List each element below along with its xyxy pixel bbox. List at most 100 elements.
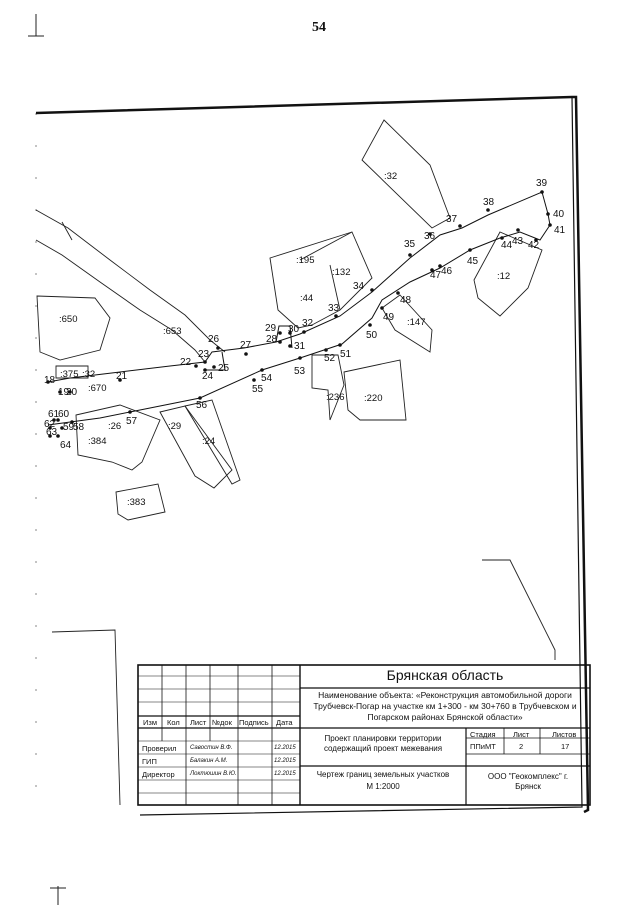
parcel-label: :44 <box>300 293 314 304</box>
point-label: 53 <box>294 366 306 377</box>
point-label: 58 <box>73 422 85 433</box>
sheets-label: Листов <box>552 730 577 739</box>
point-label: 46 <box>441 266 453 277</box>
crop-marks <box>28 14 66 905</box>
parcel-label: :384 <box>88 436 107 447</box>
boundary-upper <box>47 191 551 426</box>
point-label: 49 <box>383 312 395 323</box>
col-kol: Кол <box>167 718 180 727</box>
point-label: 33 <box>328 303 340 314</box>
col-list: Лист <box>190 718 207 727</box>
point-label: 64 <box>60 440 72 451</box>
point-label: 50 <box>366 330 378 341</box>
signer-role: Проверил <box>142 744 177 753</box>
drawing-scale: М 1:2000 <box>366 782 400 791</box>
page-number: 54 <box>312 20 326 35</box>
parcel-label: :29 <box>168 421 182 432</box>
signer-name: Савостин В.Ф. <box>190 745 233 751</box>
road-band <box>35 209 226 363</box>
point-label: 34 <box>353 281 365 292</box>
col-izm: Изм <box>143 718 157 727</box>
project-title: Проект планировки территории содержащий … <box>323 734 443 753</box>
boundary-points <box>46 190 552 438</box>
point-label: 39 <box>536 178 548 189</box>
parcel-label: :26 <box>108 421 122 432</box>
point-label: 24 <box>202 371 214 382</box>
parcel-label: :24 <box>202 436 216 447</box>
point-label: 18 <box>44 375 56 386</box>
parcel-label: :195 <box>296 255 315 266</box>
drawing-title: Чертеж границ земельных участков <box>316 770 450 779</box>
parcel-label: :147 <box>407 317 426 328</box>
signer-role: ГИП <box>142 757 157 766</box>
parcel-label: :32 <box>384 171 398 182</box>
signer-name: Локтюшин В.Ю. <box>190 771 237 777</box>
col-ndok: №док <box>212 718 232 727</box>
stage-value: ППиМТ <box>470 742 496 751</box>
parcel-label: :375 <box>60 369 79 380</box>
parcel-label: :670 <box>88 383 107 394</box>
point-label: 41 <box>554 225 566 236</box>
sheets-value: 17 <box>561 742 570 751</box>
point-label: 51 <box>340 349 352 360</box>
point-label: 32 <box>302 318 314 329</box>
point-label: 55 <box>252 384 264 395</box>
signer-date: 12.2015 <box>274 745 296 751</box>
point-label: 26 <box>208 334 220 345</box>
signer-date: 12.2015 <box>274 758 296 764</box>
signer-name: Балакин А.М. <box>190 758 228 764</box>
point-label: 38 <box>483 197 495 208</box>
region-title: Брянская область <box>386 667 504 683</box>
parcel-label: :236 <box>326 392 345 403</box>
signer-role: Директор <box>142 770 175 779</box>
stage-label: Стадия <box>470 730 496 739</box>
point-label: 45 <box>467 256 479 267</box>
point-label: 63 <box>46 427 58 438</box>
point-label: 43 <box>512 236 524 247</box>
point-label: 48 <box>400 295 412 306</box>
point-label: 54 <box>261 373 273 384</box>
parcel-label: :220 <box>364 393 383 404</box>
signer-date: 12.2015 <box>274 771 296 777</box>
parcel-label: :12 <box>497 271 511 282</box>
point-label: 44 <box>501 240 513 251</box>
point-label: 23 <box>198 349 210 360</box>
point-label: 42 <box>528 240 540 251</box>
point-label: 31 <box>294 341 306 352</box>
parcel-label: :132 <box>332 267 351 278</box>
point-label: 56 <box>196 400 208 411</box>
point-label: 22 <box>180 357 192 368</box>
point-label: 37 <box>446 214 458 225</box>
parcel-label: :650 <box>59 314 78 325</box>
col-podpis: Подпись <box>239 718 269 727</box>
sheet-frame <box>35 95 590 816</box>
company-name: ООО "Геокомплекс" г. Брянск <box>487 772 569 791</box>
point-label: 61 <box>48 409 60 420</box>
point-label: 21 <box>116 371 128 382</box>
parcel-label: :653 <box>163 326 182 337</box>
point-label: 62 <box>44 419 56 430</box>
point-label: 57 <box>126 416 138 427</box>
point-label: 59 <box>63 422 75 433</box>
point-label: 35 <box>404 239 416 250</box>
point-label: 52 <box>324 353 336 364</box>
point-label: 29 <box>265 323 277 334</box>
col-data: Дата <box>276 718 293 727</box>
point-label: 28 <box>266 334 278 345</box>
point-label: 60 <box>58 409 70 420</box>
parcel-outlines <box>36 119 556 806</box>
point-label: 20 <box>66 387 78 398</box>
point-label: 27 <box>240 340 252 351</box>
parcel-label: :383 <box>127 497 146 508</box>
object-name: Наименование объекта: «Реконструкция авт… <box>313 690 577 722</box>
point-label: 30 <box>288 324 300 335</box>
point-label: 19 <box>58 387 70 398</box>
point-label: 25 <box>218 363 230 374</box>
point-label: 47 <box>430 270 442 281</box>
sheet-label: Лист <box>513 730 530 739</box>
title-block-grid <box>137 664 591 806</box>
parcel-label: :32 <box>82 369 96 380</box>
point-label: 40 <box>553 209 565 220</box>
